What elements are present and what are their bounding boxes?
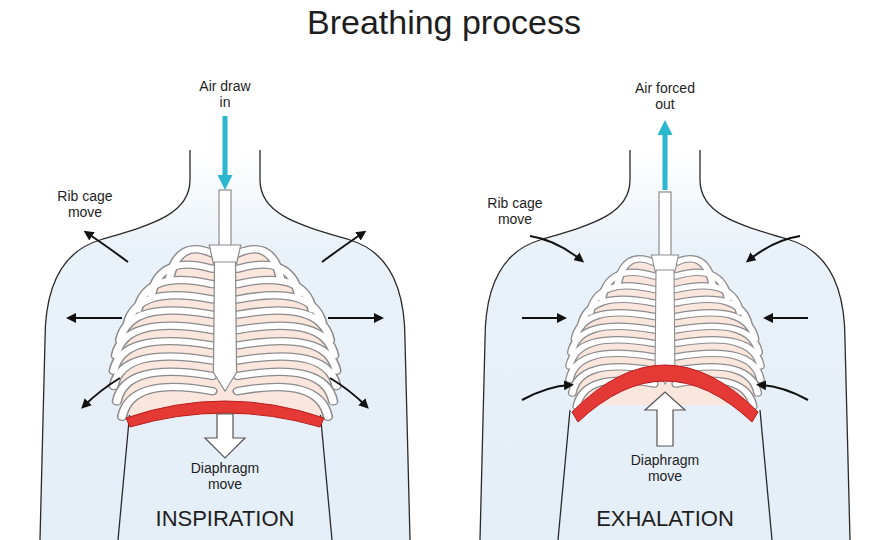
rib-arrow bbox=[749, 236, 800, 260]
rib-arrow bbox=[530, 236, 581, 260]
inspiration-figure bbox=[40, 116, 410, 540]
rib-arrow bbox=[522, 385, 570, 400]
rib-cage-label: Rib cage move bbox=[45, 188, 125, 220]
exhalation-figure bbox=[480, 126, 850, 540]
phase-label: INSPIRATION bbox=[115, 506, 335, 531]
trachea bbox=[659, 192, 671, 258]
rib-arrow bbox=[84, 378, 120, 406]
rib-arrow bbox=[522, 317, 563, 319]
rib-arrow bbox=[760, 385, 808, 400]
torso bbox=[40, 150, 410, 540]
air-label: Air forced out bbox=[629, 80, 701, 112]
air-arrow bbox=[663, 126, 668, 190]
rib-arrow bbox=[767, 317, 808, 319]
rib-cage bbox=[114, 245, 337, 417]
rib-arrow bbox=[330, 378, 366, 406]
diaphragm-label: Diaphragm move bbox=[620, 452, 710, 484]
trachea bbox=[219, 190, 231, 248]
rib-arrow bbox=[87, 233, 128, 262]
air-arrow bbox=[223, 116, 228, 184]
air-label: Air draw in bbox=[198, 78, 252, 110]
rib-arrow bbox=[328, 317, 380, 319]
phase-label: EXHALATION bbox=[555, 506, 775, 531]
diaphragm-label: Diaphragm move bbox=[180, 460, 270, 492]
rib-arrow bbox=[70, 317, 122, 319]
diaphragm-arrow bbox=[205, 414, 245, 458]
title: Breathing process bbox=[4, 2, 880, 43]
rib-cage-label: Rib cage move bbox=[475, 195, 555, 227]
rib-cage bbox=[570, 255, 761, 407]
diaphragm-arrow bbox=[645, 392, 685, 446]
rib-arrow bbox=[322, 233, 363, 262]
